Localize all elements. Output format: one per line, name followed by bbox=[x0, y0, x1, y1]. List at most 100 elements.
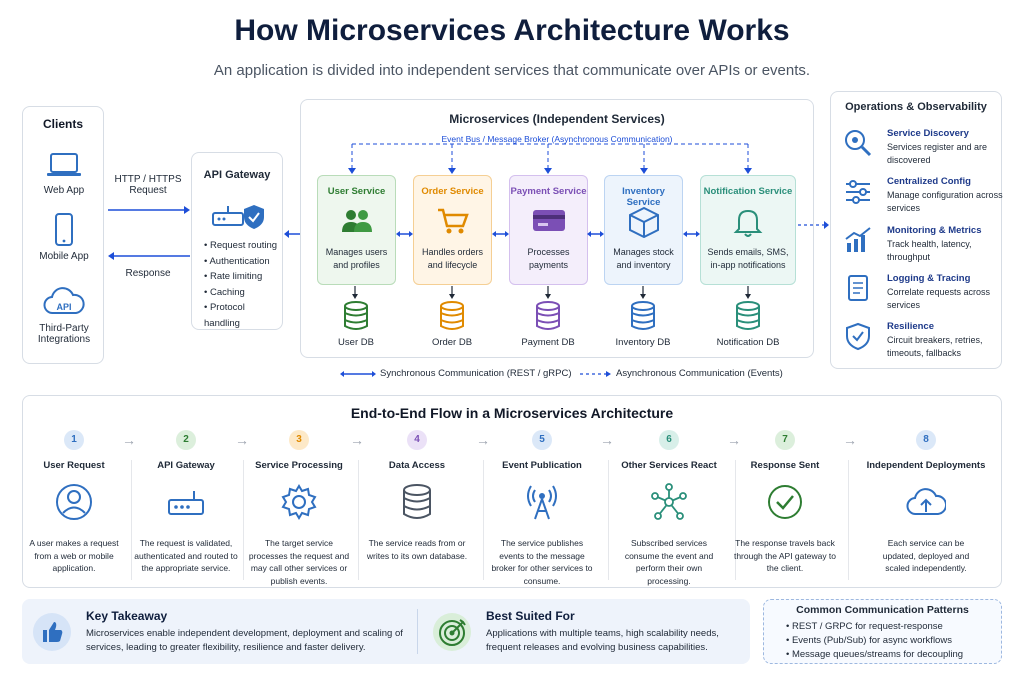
service-name: Inventory Service bbox=[622, 186, 665, 208]
step-desc: The service publishes events to the mess… bbox=[491, 538, 593, 586]
microservices-title: Microservices (Independent Services) bbox=[449, 112, 665, 126]
phone-icon bbox=[55, 213, 73, 246]
check-icon bbox=[768, 485, 802, 519]
broadcast-icon bbox=[527, 485, 557, 520]
gateway-feature: Rate limiting bbox=[204, 269, 282, 285]
async-legend-label: Asynchronous Communication (Events) bbox=[616, 368, 783, 379]
chart-icon bbox=[845, 227, 871, 252]
api-gateway-panel: API Gateway Request routing Authenticati… bbox=[191, 152, 283, 330]
database-icon bbox=[631, 301, 655, 330]
page-title: How Microservices Architecture Works bbox=[234, 14, 790, 47]
flow-step-8: 8 Independent Deployments Each service c… bbox=[856, 430, 996, 575]
gateway-feature-list: Request routing Authentication Rate limi… bbox=[204, 238, 282, 331]
patterns-list: REST / GRPC for request-response Events … bbox=[786, 620, 1001, 662]
api-badge: API bbox=[56, 302, 71, 312]
gateway-feature: Request routing bbox=[204, 238, 282, 254]
page-subtitle: An application is divided into independe… bbox=[213, 62, 811, 79]
async-legend-icon bbox=[580, 371, 611, 377]
log-icon bbox=[848, 275, 868, 301]
ops-item-title: Service Discovery bbox=[887, 128, 969, 139]
event-bus-lines bbox=[348, 143, 752, 174]
step-title: Independent Deployments bbox=[866, 460, 986, 471]
users-icon bbox=[341, 210, 372, 232]
ops-item-title: Monitoring & Metrics bbox=[887, 225, 982, 236]
db-label: User DB bbox=[338, 337, 374, 348]
step-number: 2 bbox=[176, 430, 196, 450]
step-title: Data Access bbox=[388, 460, 446, 471]
async-arrow-to-ops bbox=[798, 221, 829, 229]
takeaway-desc: Microservices enable independent develop… bbox=[86, 628, 403, 653]
client-web-app: Web App bbox=[23, 151, 105, 196]
database-icon bbox=[440, 301, 464, 330]
cloud-upload-icon bbox=[906, 488, 947, 515]
gateway-title: API Gateway bbox=[203, 169, 271, 181]
flow-step-3: 3 Service Processing The target service … bbox=[243, 430, 355, 587]
ops-item-desc: Circuit breakers, retries, timeouts, fal… bbox=[887, 335, 983, 358]
step-title: Response Sent bbox=[750, 460, 820, 471]
db-label: Order DB bbox=[431, 337, 473, 348]
flow-step-7: 7 Response Sent The response travels bac… bbox=[729, 430, 841, 575]
db-label: Notification DB bbox=[716, 337, 780, 348]
router-icon bbox=[168, 491, 204, 515]
service-name: Order Service bbox=[421, 186, 484, 197]
divider bbox=[131, 460, 132, 580]
ops-item-title: Resilience bbox=[887, 321, 934, 332]
sync-arrows-between-services bbox=[396, 231, 700, 237]
step-title: API Gateway bbox=[157, 460, 215, 471]
service-card-inventory: Inventory Service Manages stock and inve… bbox=[604, 175, 683, 285]
network-icon bbox=[651, 483, 687, 520]
step-title: Event Publication bbox=[502, 460, 582, 471]
divider bbox=[848, 460, 849, 580]
chevron-right-icon: → bbox=[476, 432, 490, 448]
step-number: 8 bbox=[916, 430, 936, 450]
credit-card-icon bbox=[532, 210, 565, 231]
gateway-feature: Protocol handling bbox=[204, 300, 282, 331]
takeaway-title: Key Takeaway bbox=[86, 609, 168, 623]
database-notification: Notification DB bbox=[702, 301, 794, 348]
bell-icon bbox=[733, 209, 763, 237]
client-label: Third-Party Integrations bbox=[37, 323, 91, 345]
client-label: Web App bbox=[43, 185, 85, 196]
service-name: Payment Service bbox=[510, 186, 587, 197]
ops-item-title: Centralized Config bbox=[887, 176, 971, 187]
step-desc: Subscribed services consume the event an… bbox=[624, 538, 714, 586]
gateway-feature: Caching bbox=[204, 285, 282, 301]
step-number: 6 bbox=[659, 430, 679, 450]
response-label: Response bbox=[125, 268, 171, 279]
operations-title: Operations & Observability bbox=[845, 101, 987, 113]
pattern-item: Message queues/streams for decoupling bbox=[786, 648, 1001, 662]
db-arrows bbox=[352, 286, 751, 299]
gateway-feature: Authentication bbox=[204, 254, 282, 270]
clients-title: Clients bbox=[42, 117, 83, 131]
step-desc: The service reads from or writes to its … bbox=[366, 538, 468, 561]
divider bbox=[358, 460, 359, 580]
service-desc: Manages users and profiles bbox=[325, 247, 388, 270]
service-card-notification: Notification Service Sends emails, SMS, … bbox=[700, 175, 796, 285]
target-icon bbox=[433, 613, 471, 651]
step-title: User Request bbox=[43, 460, 105, 471]
database-icon bbox=[344, 301, 368, 330]
response-arrow bbox=[108, 252, 190, 260]
flow-step-4: 4 Data Access The service reads from or … bbox=[361, 430, 473, 562]
router-shield-icon bbox=[212, 205, 264, 229]
sliders-icon bbox=[846, 180, 870, 204]
client-mobile-app: Mobile App bbox=[23, 213, 105, 262]
chevron-right-icon: → bbox=[235, 432, 249, 448]
step-number: 5 bbox=[532, 430, 552, 450]
divider bbox=[243, 460, 244, 580]
database-icon bbox=[736, 301, 760, 330]
flow-step-1: 1 User Request A user makes a request fr… bbox=[18, 430, 130, 575]
flow-title: End-to-End Flow in a Microservices Archi… bbox=[350, 405, 674, 421]
sync-legend-icon bbox=[340, 371, 376, 377]
database-payment: Payment DB bbox=[508, 301, 588, 348]
takeaway-panel: Key Takeaway Microservices enable indepe… bbox=[22, 599, 750, 664]
gear-icon bbox=[281, 484, 317, 520]
step-desc: The target service processes the request… bbox=[248, 538, 350, 586]
ops-item-desc: Correlate requests across services bbox=[887, 287, 991, 310]
ops-item-desc: Track health, latency, throughput bbox=[887, 239, 972, 262]
step-desc: The response travels back through the AP… bbox=[733, 538, 837, 573]
ops-item-desc: Services register and are discovered bbox=[887, 142, 988, 165]
service-desc: Sends emails, SMS, in-app notifications bbox=[707, 247, 789, 270]
divider bbox=[483, 460, 484, 580]
step-title: Other Services React bbox=[621, 460, 717, 471]
